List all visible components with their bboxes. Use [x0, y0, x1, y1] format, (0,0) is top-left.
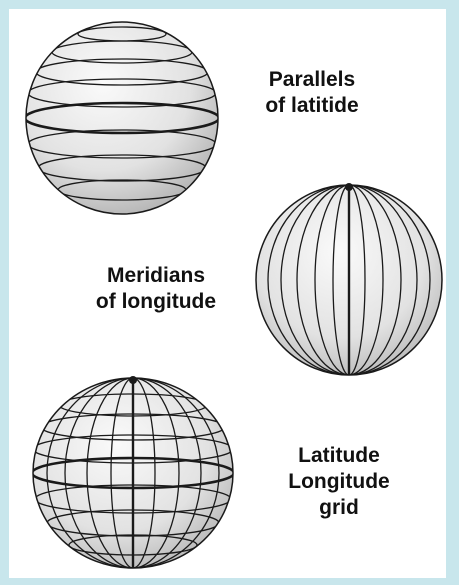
globe-meridians	[254, 182, 444, 378]
globe-parallels	[24, 20, 220, 216]
label-parallels-line-2: of latitide	[237, 93, 387, 119]
globe-grid	[30, 375, 236, 571]
label-meridians-line-1: Meridians	[71, 263, 241, 289]
label-grid-line-3: grid	[259, 495, 419, 521]
label-meridians-line-2: of longitude	[71, 289, 241, 315]
label-grid-line-2: Longitude	[259, 469, 419, 495]
label-grid-line-1: Latitude	[259, 443, 419, 469]
diagram-panel: Parallels of latitide Meridians of longi…	[9, 9, 446, 578]
label-parallels-line-1: Parallels	[237, 67, 387, 93]
label-grid: Latitude Longitude grid	[259, 443, 419, 521]
label-parallels: Parallels of latitide	[237, 67, 387, 119]
label-meridians: Meridians of longitude	[71, 263, 241, 315]
